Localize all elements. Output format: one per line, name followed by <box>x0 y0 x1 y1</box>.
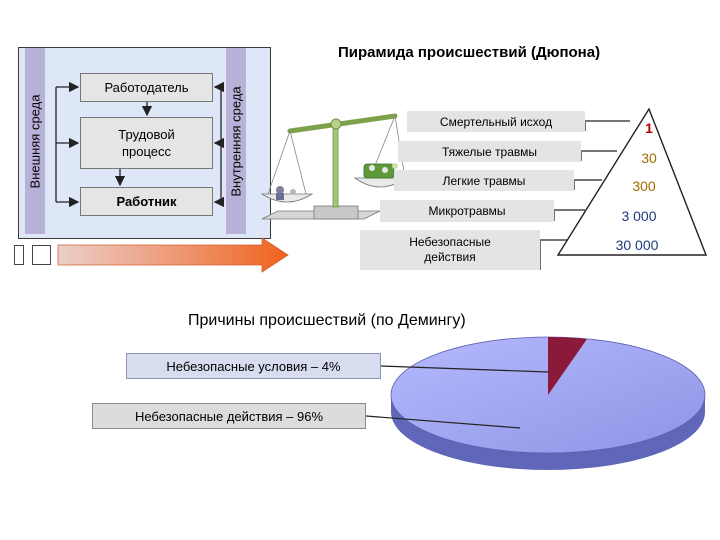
external-environment-label: Внешняя среда <box>25 48 45 234</box>
deming-pie-chart <box>365 336 706 470</box>
level-light-count: 300 <box>632 178 656 194</box>
level-fatal-label: Смертельный исход <box>407 111 585 132</box>
dupont-pyramid <box>556 107 708 256</box>
level-light-label: Легкие травмы <box>394 170 574 191</box>
level-micro-label: Микротравмы <box>380 200 554 222</box>
big-arrow <box>57 237 289 273</box>
employer-box: Работодатель <box>80 73 213 102</box>
pie-slice-unsafe-conditions <box>548 337 587 395</box>
worker-box: Работник <box>80 187 213 216</box>
unsafe-actions-label: Небезопасные действия – 96% <box>92 403 366 429</box>
scales-illustration <box>260 113 408 220</box>
level-unsafe-actions-count: 30 000 <box>615 237 659 253</box>
internal-environment-label: Внутренняя среда <box>226 48 246 234</box>
unsafe-conditions-label: Небезопасные условия – 4% <box>126 353 381 379</box>
small-square-left <box>14 245 24 265</box>
small-square-right <box>32 245 51 265</box>
external-arrows <box>55 81 80 208</box>
deming-title: Причины происшествий (по Демингу) <box>188 312 466 329</box>
flow-arrows <box>114 102 153 187</box>
level-fatal-count: 1 <box>645 120 653 136</box>
internal-arrows <box>213 81 225 208</box>
pyramid-connectors <box>539 120 630 270</box>
level-severe-count: 30 <box>641 150 657 166</box>
level-severe-label: Тяжелые травмы <box>398 141 581 162</box>
level-micro-count: 3 000 <box>621 208 657 224</box>
dupont-title: Пирамида происшествий (Дюпона) <box>338 44 601 61</box>
